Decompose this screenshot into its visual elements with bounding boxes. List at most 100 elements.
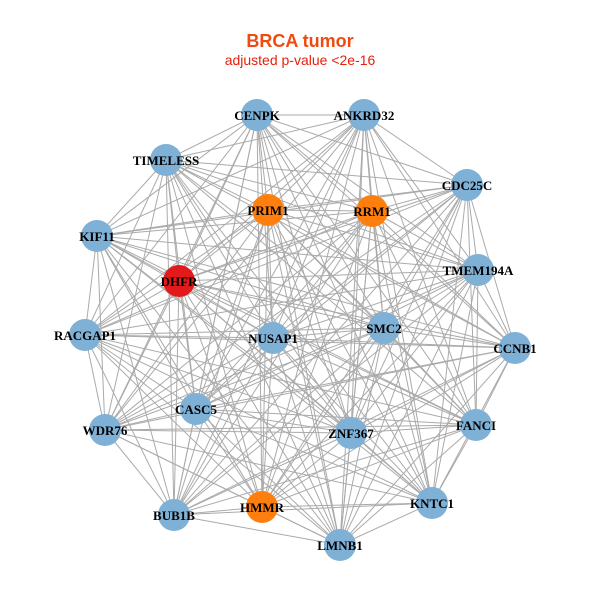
edge-RRM1-CASC5 (195, 210, 373, 410)
node-label: TMEM194A (443, 263, 514, 278)
edge-ANKRD32-PRIM1 (267, 114, 365, 211)
node-racgap1[interactable]: RACGAP1 (54, 319, 116, 351)
node-label: FANCI (456, 418, 496, 433)
edge-SMC2-CCNB1 (383, 327, 516, 349)
node-label: CENPK (234, 108, 280, 123)
node-circle[interactable] (150, 144, 182, 176)
edge-RRM1-TMEM194A (371, 210, 479, 271)
node-circle[interactable] (335, 417, 367, 449)
edge-ANKRD32-RACGAP1 (84, 114, 365, 336)
node-circle[interactable] (81, 220, 113, 252)
edge-ANKRD32-NUSAP1 (272, 114, 365, 339)
edge-CDC25C-ZNF367 (350, 184, 468, 434)
node-circle[interactable] (252, 194, 284, 226)
edge-RRM1-KIF11 (96, 210, 373, 237)
edge-SMC2-ZNF367 (350, 327, 385, 434)
node-circle[interactable] (462, 254, 494, 286)
edge-KIF11-CCNB1 (96, 235, 516, 349)
edge-DHFR-SMC2 (178, 280, 385, 329)
edge-KIF11-KNTC1 (96, 235, 433, 504)
node-circle[interactable] (69, 319, 101, 351)
edge-WDR76-ZNF367 (104, 429, 352, 434)
node-label: RRM1 (353, 204, 391, 219)
node-cdc25c[interactable]: CDC25C (442, 169, 493, 201)
node-tmem194a[interactable]: TMEM194A (443, 254, 514, 286)
edge-CASC5-KNTC1 (195, 408, 433, 504)
node-wdr76[interactable]: WDR76 (83, 414, 128, 446)
edge-TIMELESS-CDC25C (165, 159, 468, 186)
edge-KIF11-TMEM194A (96, 235, 479, 271)
node-circle[interactable] (241, 99, 273, 131)
node-circle[interactable] (368, 312, 400, 344)
node-timeless[interactable]: TIMELESS (133, 144, 199, 176)
edge-TIMELESS-CCNB1 (165, 159, 516, 349)
node-circle[interactable] (324, 529, 356, 561)
node-circle[interactable] (180, 393, 212, 425)
edge-CCNB1-HMMR (261, 347, 516, 508)
edge-ZNF367-HMMR (261, 432, 352, 508)
node-ccnb1[interactable]: CCNB1 (493, 332, 537, 364)
node-circle[interactable] (257, 322, 289, 354)
edges (84, 114, 516, 546)
edge-RACGAP1-HMMR (84, 334, 263, 508)
edge-RACGAP1-WDR76 (84, 334, 106, 431)
edge-TIMELESS-TMEM194A (165, 159, 479, 271)
edge-PRIM1-KIF11 (96, 209, 269, 237)
edge-TMEM194A-LMNB1 (339, 269, 479, 546)
edge-ANKRD32-LMNB1 (339, 114, 365, 546)
node-circle[interactable] (499, 332, 531, 364)
edge-KIF11-CASC5 (96, 235, 197, 410)
node-smc2[interactable]: SMC2 (366, 312, 402, 344)
edge-TIMELESS-KNTC1 (165, 159, 433, 504)
node-nusap1[interactable]: NUSAP1 (248, 322, 298, 354)
edge-NUSAP1-CASC5 (195, 337, 274, 410)
node-label: ANKRD32 (334, 108, 395, 123)
edge-PRIM1-BUB1B (173, 209, 269, 516)
node-circle[interactable] (348, 99, 380, 131)
node-circle[interactable] (246, 491, 278, 523)
edge-NUSAP1-FANCI (272, 337, 477, 426)
edge-RRM1-HMMR (261, 210, 373, 508)
node-cenpk[interactable]: CENPK (234, 99, 281, 131)
node-circle[interactable] (460, 409, 492, 441)
node-circle[interactable] (158, 499, 190, 531)
edge-DHFR-TMEM194A (178, 269, 479, 282)
edge-PRIM1-NUSAP1 (267, 209, 274, 339)
edge-WDR76-BUB1B (104, 429, 175, 516)
node-casc5[interactable]: CASC5 (175, 393, 217, 425)
node-fanci[interactable]: FANCI (456, 409, 496, 441)
edge-CDC25C-RRM1 (371, 184, 468, 212)
node-dhfr[interactable]: DHFR (161, 265, 198, 297)
edge-ZNF367-KNTC1 (350, 432, 433, 504)
node-label: CASC5 (175, 402, 217, 417)
node-rrm1[interactable]: RRM1 (353, 195, 391, 227)
node-circle[interactable] (416, 487, 448, 519)
node-circle[interactable] (451, 169, 483, 201)
edge-TMEM194A-ZNF367 (350, 269, 479, 434)
edge-RACGAP1-CCNB1 (84, 334, 516, 349)
edge-CENPK-TIMELESS (165, 114, 258, 161)
node-kif11[interactable]: KIF11 (79, 220, 115, 252)
node-bub1b[interactable]: BUB1B (153, 499, 195, 531)
edge-CCNB1-WDR76 (104, 347, 516, 431)
node-circle[interactable] (89, 414, 121, 446)
edge-CASC5-FANCI (195, 408, 477, 426)
edge-NUSAP1-WDR76 (104, 337, 274, 431)
edge-PRIM1-KNTC1 (267, 209, 433, 504)
node-circle[interactable] (163, 265, 195, 297)
edge-BUB1B-LMNB1 (173, 514, 341, 546)
node-ankrd32[interactable]: ANKRD32 (334, 99, 395, 131)
node-prim1[interactable]: PRIM1 (247, 194, 289, 226)
node-circle[interactable] (356, 195, 388, 227)
node-lmnb1[interactable]: LMNB1 (317, 529, 363, 561)
node-hmmr[interactable]: HMMR (240, 491, 285, 523)
edge-RRM1-RACGAP1 (84, 210, 373, 336)
node-znf367[interactable]: ZNF367 (328, 417, 374, 449)
edge-CENPK-NUSAP1 (256, 114, 274, 339)
edge-ANKRD32-TMEM194A (363, 114, 479, 271)
edge-ANKRD32-CDC25C (363, 114, 468, 186)
node-kntc1[interactable]: KNTC1 (410, 487, 454, 519)
edge-RACGAP1-ZNF367 (84, 334, 352, 434)
edge-NUSAP1-SMC2 (272, 327, 385, 339)
edge-SMC2-WDR76 (104, 327, 385, 431)
